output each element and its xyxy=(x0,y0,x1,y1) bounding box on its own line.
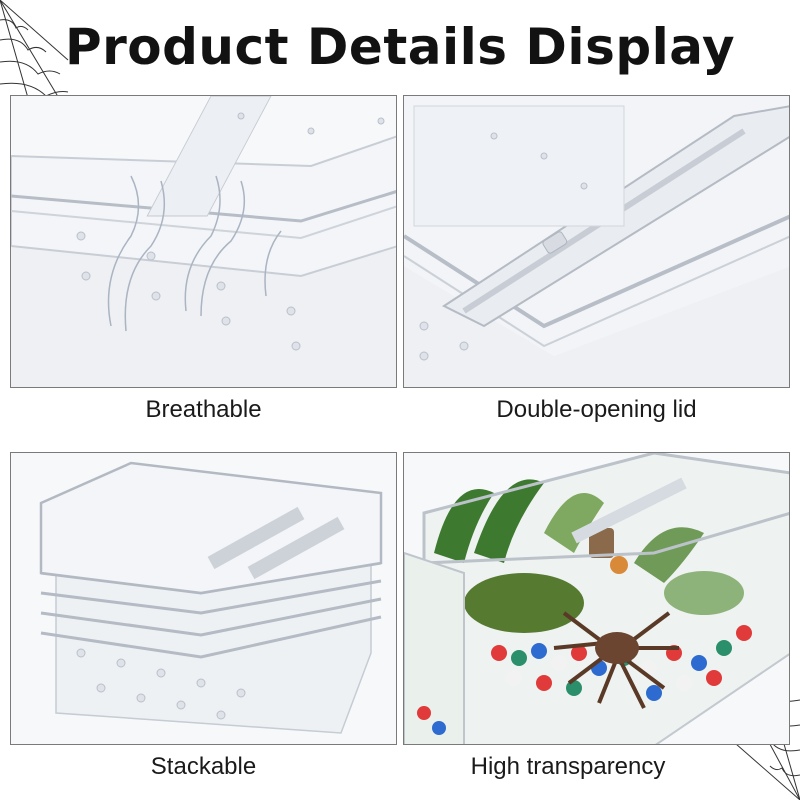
double-opening-lid-image-panel xyxy=(403,95,790,388)
high-transparency-caption: High transparency xyxy=(470,753,666,780)
stackable-image-panel xyxy=(10,452,397,745)
lid-box-illustration xyxy=(404,96,789,387)
terrarium-illustration xyxy=(404,453,789,744)
stackable-caption: Stackable xyxy=(150,753,257,780)
spider-web-icon-top-left xyxy=(0,0,69,106)
breathable-caption: Breathable xyxy=(145,396,262,423)
double-opening-lid-caption: Double-opening lid xyxy=(496,396,697,423)
stacked-boxes-illustration xyxy=(11,453,396,744)
high-transparency-image-panel xyxy=(403,452,790,745)
breathable-image-panel xyxy=(10,95,397,388)
page-title: Product Details Display xyxy=(64,18,736,76)
breathable-box-illustration xyxy=(11,96,396,387)
